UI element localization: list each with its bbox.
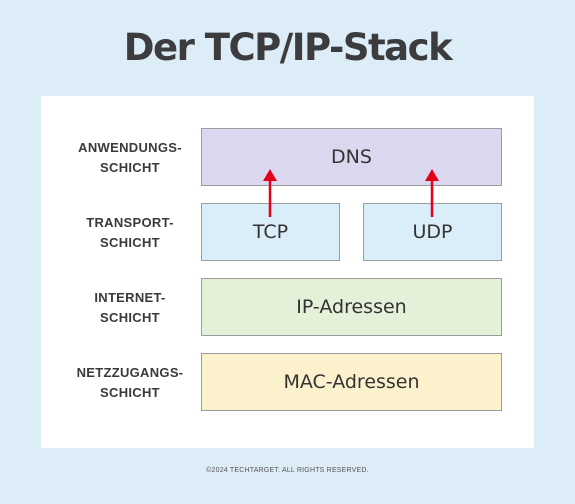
diagram-title: Der TCP/IP-Stack <box>123 26 453 69</box>
tcp-box: TCP <box>201 203 340 261</box>
layer-label-internet-line1: INTERNET- <box>94 290 166 305</box>
layer-label-network-access: NETZZUGANGS- SCHICHT <box>66 363 194 403</box>
mac-addresses-box: MAC-Adressen <box>201 353 502 411</box>
ip-addresses-box: IP-Adressen <box>201 278 502 336</box>
layer-label-application-line2: SCHICHT <box>100 160 160 175</box>
layer-label-internet: INTERNET- SCHICHT <box>66 288 194 328</box>
copyright-footer: ©2024 TECHTARGET. ALL RIGHTS RESERVED. <box>206 467 369 474</box>
layer-label-application-line1: ANWENDUNGS- <box>78 140 182 155</box>
layer-label-network-access-line1: NETZZUGANGS- <box>76 365 184 380</box>
layer-label-application: ANWENDUNGS- SCHICHT <box>66 138 194 178</box>
layer-label-transport-line1: TRANSPORT- <box>86 215 174 230</box>
layer-label-transport: TRANSPORT- SCHICHT <box>66 213 194 253</box>
layer-label-transport-line2: SCHICHT <box>100 235 160 250</box>
dns-box: DNS <box>201 128 502 186</box>
layer-label-internet-line2: SCHICHT <box>100 310 160 325</box>
layer-label-network-access-line2: SCHICHT <box>100 385 160 400</box>
udp-box: UDP <box>363 203 502 261</box>
